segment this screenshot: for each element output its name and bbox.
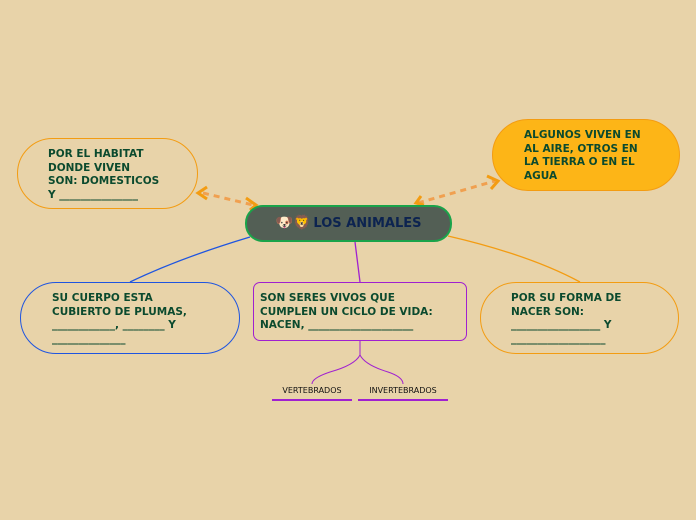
node-plumas-text: SU CUERPO ESTA CUBIERTO DE PLUMAS, _____…: [52, 292, 187, 345]
node-aire-text: ALGUNOS VIVEN EN AL AIRE, OTROS EN LA TI…: [524, 129, 641, 182]
link-invertebrados: [359, 354, 404, 385]
node-ciclo[interactable]: SON SERES VIVOS QUE CUMPLEN UN CICLO DE …: [253, 282, 467, 341]
root-node[interactable]: 🐶🦁 LOS ANIMALES: [245, 205, 452, 242]
leaf-invertebrados[interactable]: INVERTEBRADOS: [358, 386, 448, 401]
leaf-vertebrados-underline: [272, 399, 352, 401]
link-vertebrados: [311, 341, 361, 385]
link-nacer: [447, 235, 581, 283]
arrowhead-aire-icon: [486, 174, 501, 190]
leaf-invertebrados-underline: [358, 399, 448, 401]
node-plumas[interactable]: SU CUERPO ESTA CUBIERTO DE PLUMAS, _____…: [20, 282, 240, 354]
link-ciclo: [354, 241, 361, 283]
node-ciclo-text: SON SERES VIVOS QUE CUMPLEN UN CICLO DE …: [260, 292, 433, 331]
leaf-vertebrados[interactable]: VERTEBRADOS: [272, 386, 352, 401]
leaf-vertebrados-label: VERTEBRADOS: [282, 386, 342, 395]
node-aire[interactable]: ALGUNOS VIVEN EN AL AIRE, OTROS EN LA TI…: [492, 119, 680, 191]
dashed-link-habitat: [202, 191, 254, 207]
arrowhead-habitat-icon: [195, 185, 208, 201]
node-habitat-text: POR EL HABITAT DONDE VIVEN SON: DOMESTIC…: [48, 148, 160, 201]
node-habitat[interactable]: POR EL HABITAT DONDE VIVEN SON: DOMESTIC…: [17, 138, 198, 209]
node-nacer-text: POR SU FORMA DE NACER SON: _____________…: [511, 292, 622, 345]
arrowhead-root-right-icon: [413, 195, 425, 207]
node-nacer[interactable]: POR SU FORMA DE NACER SON: _____________…: [480, 282, 679, 354]
leaf-invertebrados-label: INVERTEBRADOS: [369, 386, 437, 395]
root-title: LOS ANIMALES: [313, 215, 422, 231]
dog-lion-icon: 🐶🦁: [275, 214, 311, 231]
link-plumas: [129, 236, 251, 283]
dashed-link-aire: [417, 179, 496, 205]
